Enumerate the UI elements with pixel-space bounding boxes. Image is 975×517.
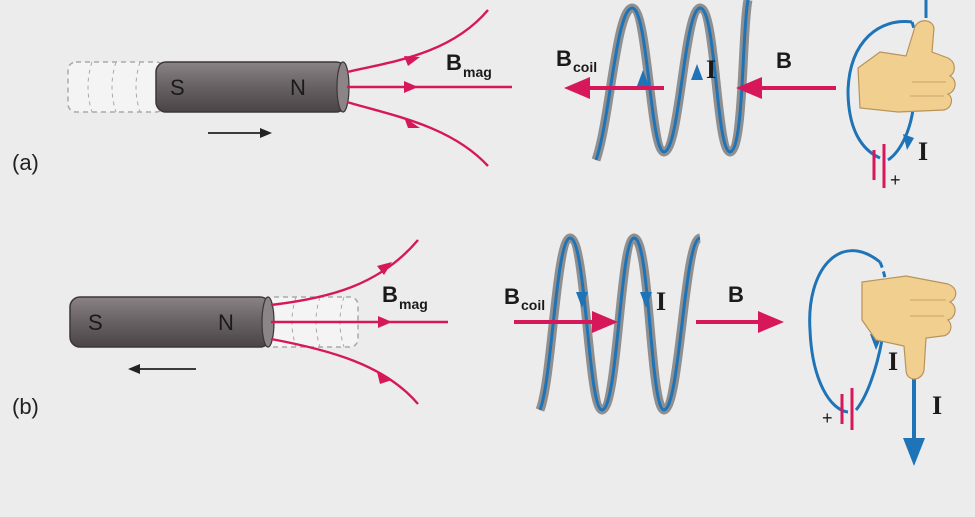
coil bbox=[535, 233, 703, 415]
motion-arrow-left bbox=[128, 364, 196, 374]
right-hand-icon bbox=[861, 275, 957, 380]
b-coil-subscript: coil bbox=[521, 297, 545, 313]
bar-magnet: S N bbox=[155, 61, 350, 113]
loop-current-arrow bbox=[903, 134, 914, 150]
magnet-field-lines bbox=[346, 9, 512, 167]
magnet-north-label: N bbox=[290, 75, 306, 100]
coil-current-label: I bbox=[706, 55, 716, 84]
battery-plus-sign: + bbox=[890, 170, 901, 190]
magnet-south-label: S bbox=[88, 310, 103, 335]
field-line-arrows bbox=[404, 56, 420, 128]
bar-magnet: S N bbox=[69, 296, 275, 348]
panel-label: (b) bbox=[12, 394, 39, 419]
panel-b: (b) S N B bbox=[12, 233, 957, 466]
battery: + bbox=[872, 144, 901, 190]
motion-arrow-right bbox=[208, 128, 272, 138]
b-coil-arrow bbox=[564, 77, 664, 99]
b-field-symbol: B bbox=[776, 48, 792, 73]
magnet-north-label: N bbox=[218, 310, 234, 335]
field-line-arrows bbox=[377, 262, 392, 384]
b-coil-symbol: B bbox=[556, 46, 572, 71]
b-coil-subscript: coil bbox=[573, 59, 597, 75]
coil-current-arrows bbox=[576, 292, 652, 308]
battery-plus-sign: + bbox=[822, 408, 833, 428]
magnet-south-label: S bbox=[170, 75, 185, 100]
b-mag-symbol: B bbox=[446, 50, 462, 75]
b-field-arrow bbox=[696, 311, 784, 333]
coil-current-label: I bbox=[656, 287, 666, 316]
b-mag-subscript: mag bbox=[463, 64, 492, 80]
right-hand-icon bbox=[857, 20, 956, 113]
current-down-label: I bbox=[932, 391, 942, 420]
b-coil-symbol: B bbox=[504, 284, 520, 309]
panel-label: (a) bbox=[12, 150, 39, 175]
b-field-symbol: B bbox=[728, 282, 744, 307]
loop-current-label: I bbox=[918, 137, 928, 166]
coil-current-arrows bbox=[637, 64, 703, 86]
b-mag-symbol: B bbox=[382, 282, 398, 307]
b-field-arrow bbox=[736, 77, 836, 99]
coil bbox=[591, 0, 753, 162]
battery: + bbox=[822, 388, 854, 430]
magnet-field-lines bbox=[270, 239, 448, 405]
b-coil-arrow bbox=[514, 311, 618, 333]
loop-current-label: I bbox=[888, 347, 898, 376]
b-mag-subscript: mag bbox=[399, 296, 428, 312]
panel-a: (a) S N B bbox=[12, 0, 956, 190]
current-down-arrow bbox=[903, 378, 925, 466]
ghost-magnet bbox=[67, 61, 165, 113]
